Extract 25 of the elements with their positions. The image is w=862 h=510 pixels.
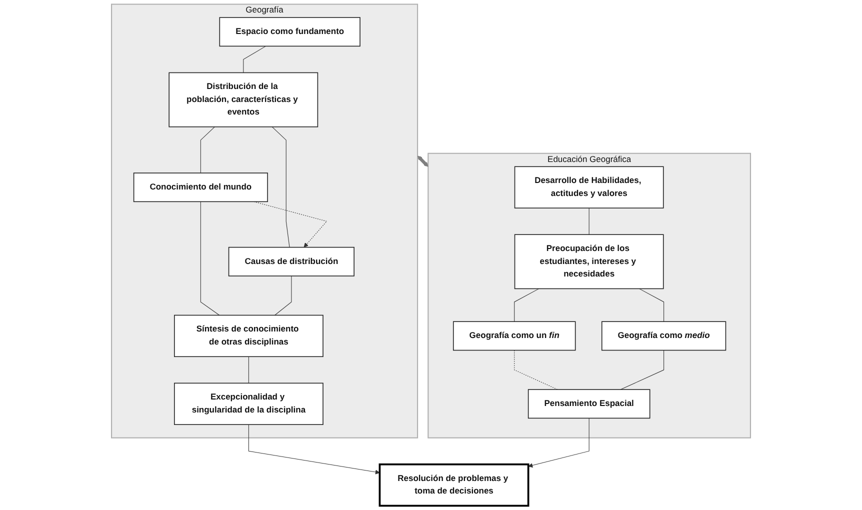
arrow xyxy=(528,418,590,468)
arrow xyxy=(248,424,380,474)
arrow xyxy=(417,156,428,167)
node-box: Pensamiento Espacial xyxy=(528,389,650,419)
node-box: Desarrollo de Habilidades, actitudes y valores xyxy=(514,166,664,208)
node-box: Resolución de problemas y toma de decisiones xyxy=(378,463,530,507)
connector xyxy=(620,350,664,390)
node-box: Conocimiento del mundo xyxy=(133,172,268,202)
node-box: Preocupación de los estudiantes, intereses y necesidades xyxy=(514,234,664,290)
node-box: Geografía como un fin xyxy=(452,321,576,351)
node-box: Distribución de la población, características y eventos xyxy=(168,72,318,128)
connector xyxy=(243,46,266,73)
connector xyxy=(274,276,292,316)
node-box: Excepcionalidad y singularidad de la disciplina xyxy=(174,382,324,425)
node-box: Causas de distribución xyxy=(228,246,354,276)
connector xyxy=(200,126,215,174)
node-box: Síntesis de conocimiento de otras disciplinas xyxy=(174,314,324,358)
connector xyxy=(514,350,558,390)
node-box: Espacio como fundamento xyxy=(219,17,360,47)
connector xyxy=(272,126,290,248)
connector xyxy=(248,356,249,384)
node-box: Geografía como medio xyxy=(601,321,726,351)
arrow xyxy=(254,201,328,248)
connector xyxy=(588,208,590,235)
connector xyxy=(200,201,220,316)
